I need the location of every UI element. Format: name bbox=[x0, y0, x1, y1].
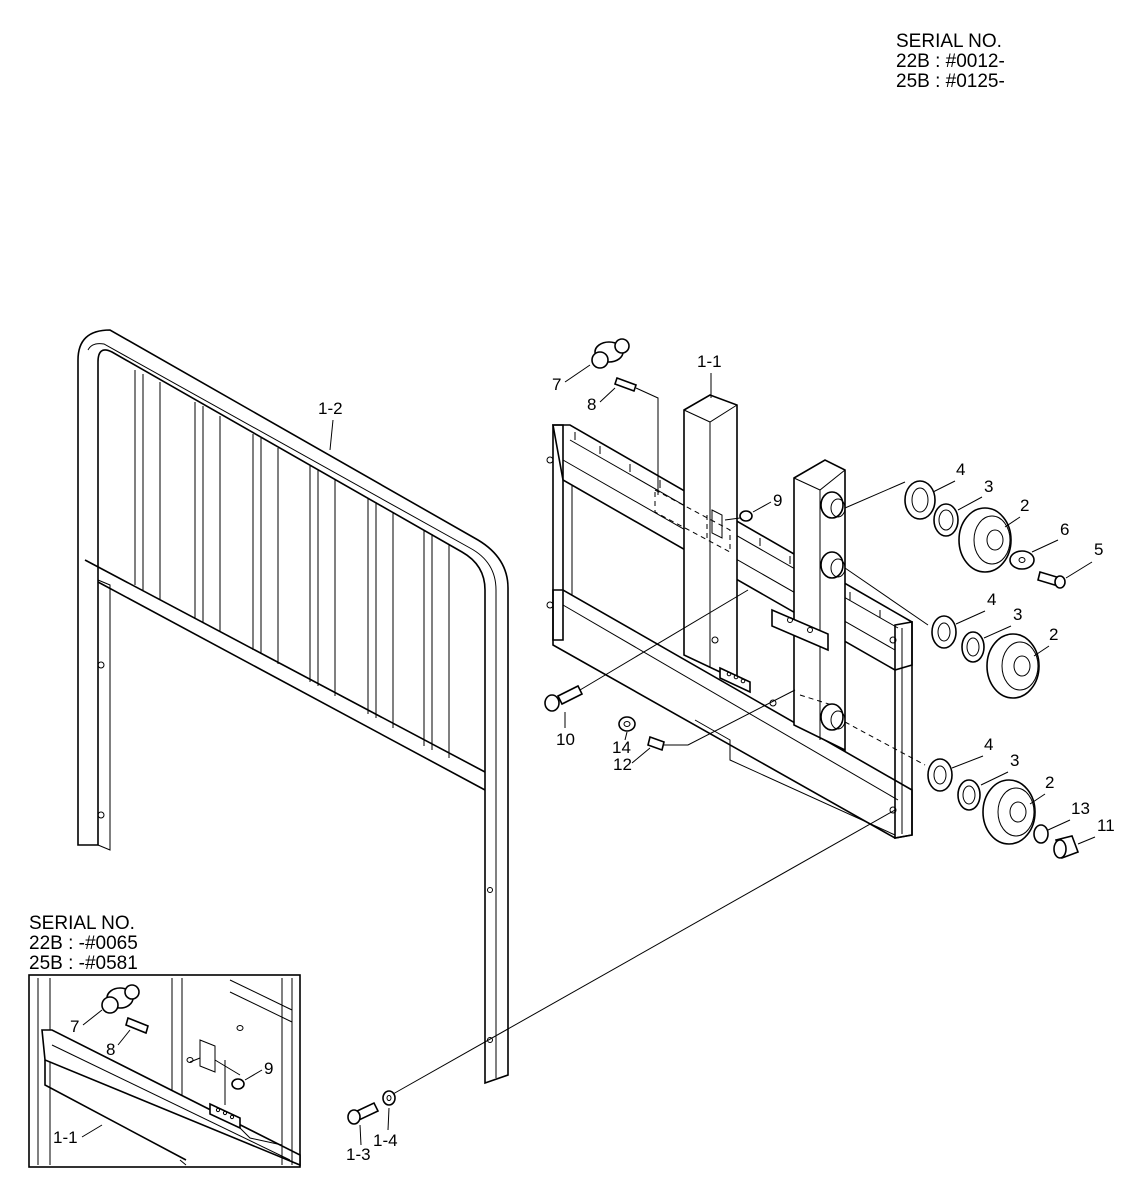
stud-and-bolt-parts: 7 8 9 bbox=[552, 338, 782, 522]
label-frame: 1-1 bbox=[697, 352, 722, 371]
load-backrest-guard: 1-2 bbox=[77, 329, 509, 1085]
label-part-8: 8 bbox=[587, 395, 596, 414]
inset-label-part-8: 8 bbox=[106, 1040, 115, 1059]
serial-line-22b: 22B : #0012- bbox=[896, 51, 1005, 72]
inset-label-frame: 1-1 bbox=[53, 1128, 78, 1147]
label-part-12: 12 bbox=[613, 755, 632, 774]
guard-mounting-bolts: 1-3 1-4 bbox=[346, 809, 896, 1164]
label-part-5: 5 bbox=[1094, 540, 1103, 559]
label-part-3a: 3 bbox=[984, 477, 993, 496]
label-part-3c: 3 bbox=[1010, 751, 1019, 770]
serial-heading: SERIAL NO. bbox=[896, 31, 1002, 52]
label-guard: 1-2 bbox=[318, 399, 343, 418]
lower-fasteners: 10 14 12 bbox=[544, 589, 796, 774]
inset-detail: SERIAL NO. 22B : -#0065 25B : -#0581 7 bbox=[28, 913, 301, 1168]
label-washer: 1-4 bbox=[373, 1131, 398, 1150]
label-part-6: 6 bbox=[1060, 520, 1069, 539]
label-part-7: 7 bbox=[552, 375, 561, 394]
roller-set-middle: 4 3 2 bbox=[844, 567, 1058, 699]
label-part-4a: 4 bbox=[956, 460, 965, 479]
serial-line-25b: 25B : #0125- bbox=[896, 71, 1005, 92]
label-part-9: 9 bbox=[773, 491, 782, 510]
inset-frame-border bbox=[28, 974, 301, 1168]
fork-carriage-frame: 1-1 bbox=[546, 352, 913, 839]
label-part-14: 14 bbox=[612, 738, 631, 757]
label-part-4b: 4 bbox=[987, 590, 996, 609]
label-part-3b: 3 bbox=[1013, 605, 1022, 624]
label-part-4c: 4 bbox=[984, 735, 993, 754]
serial-number-block-top: SERIAL NO. 22B : #0012- 25B : #0125- bbox=[896, 31, 1005, 92]
inset-serial-line-25b: 25B : -#0581 bbox=[29, 953, 138, 974]
label-part-2a: 2 bbox=[1020, 496, 1029, 515]
label-part-10: 10 bbox=[556, 730, 575, 749]
inset-serial-line-22b: 22B : -#0065 bbox=[29, 933, 138, 954]
inset-label-part-7: 7 bbox=[70, 1017, 79, 1036]
roller-set-lower: 4 3 2 13 11 bbox=[844, 721, 1115, 860]
inset-serial-heading: SERIAL NO. bbox=[29, 913, 135, 934]
label-part-2b: 2 bbox=[1049, 625, 1058, 644]
label-part-13: 13 bbox=[1071, 799, 1090, 818]
inset-label-part-9: 9 bbox=[264, 1059, 273, 1078]
label-part-11: 11 bbox=[1097, 816, 1115, 835]
label-part-2c: 2 bbox=[1045, 773, 1054, 792]
roller-set-upper: 4 3 2 6 5 bbox=[844, 460, 1103, 589]
label-bolt: 1-3 bbox=[346, 1145, 371, 1164]
